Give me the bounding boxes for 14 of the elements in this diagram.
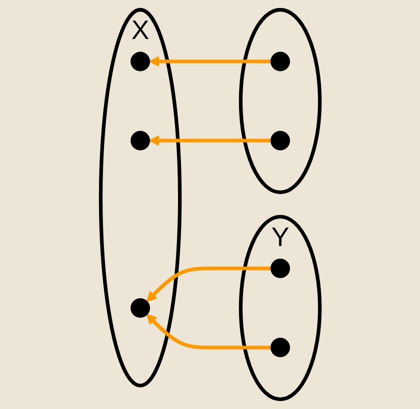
node-circle	[130, 52, 150, 72]
arrow	[146, 266, 271, 302]
arrow	[148, 135, 271, 146]
cluster: Y	[238, 214, 322, 402]
arrow	[146, 314, 271, 350]
node-circle	[270, 130, 290, 150]
node-circle	[270, 258, 290, 278]
node-circle	[270, 338, 290, 358]
node-circle	[130, 298, 150, 318]
cluster: X	[98, 8, 182, 388]
node-circle	[270, 52, 290, 72]
cluster	[238, 8, 322, 194]
arrow	[148, 56, 271, 67]
node-circle	[130, 130, 150, 150]
